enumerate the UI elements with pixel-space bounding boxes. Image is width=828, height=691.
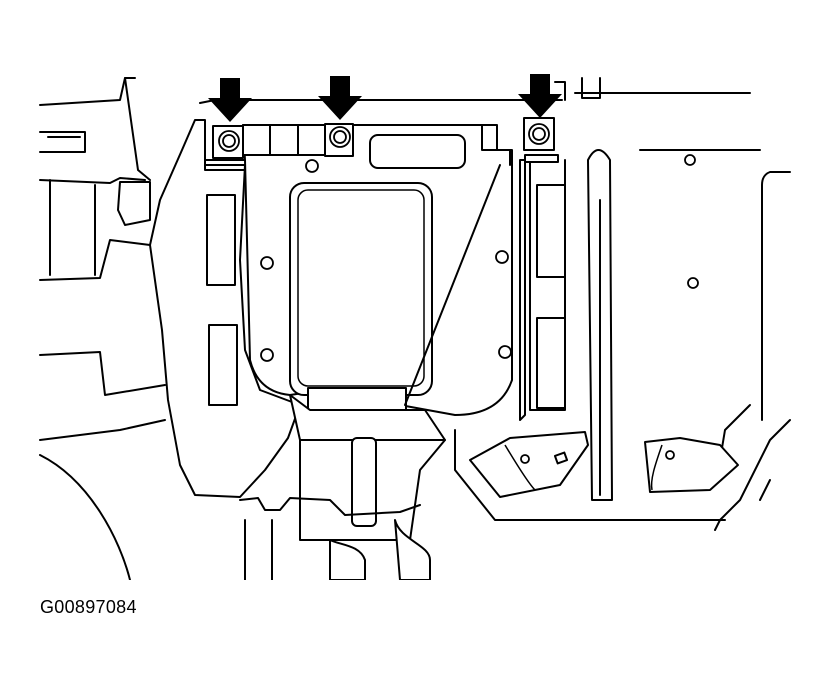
fastener-center xyxy=(324,123,354,157)
fastener-left xyxy=(212,125,244,159)
lower-console xyxy=(239,164,501,580)
mounting-bracket xyxy=(149,119,301,498)
figure-caption: G00897084 xyxy=(40,597,137,617)
left-structure xyxy=(39,131,166,580)
upper-body-edge xyxy=(39,77,751,181)
right-rails xyxy=(454,149,726,521)
down-arrow-icon xyxy=(208,78,252,122)
console-panel xyxy=(242,124,513,416)
fastener-right xyxy=(523,117,555,151)
line-drawing xyxy=(39,74,791,580)
down-arrow-icon xyxy=(518,74,562,118)
down-arrow-icon xyxy=(318,76,362,120)
right-panel xyxy=(469,149,791,531)
